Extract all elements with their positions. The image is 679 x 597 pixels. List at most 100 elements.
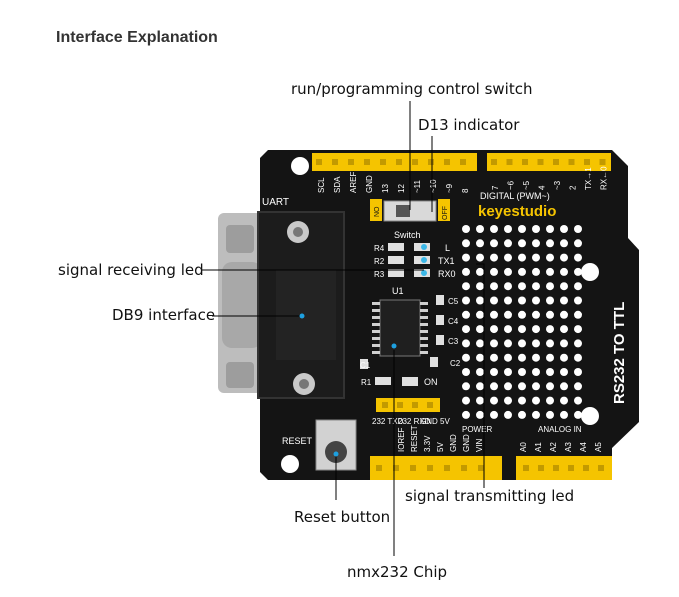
proto-hole: [574, 325, 582, 334]
proto-hole: [504, 382, 512, 391]
proto-hole: [518, 267, 526, 276]
mounting-hole: [281, 455, 299, 473]
proto-hole: [462, 296, 470, 305]
proto-hole: [546, 296, 554, 305]
digital-pin-label: RX←0: [600, 166, 609, 190]
proto-hole: [560, 396, 568, 405]
header-pin: [428, 159, 434, 165]
chip-pin: [372, 302, 380, 305]
proto-hole: [476, 310, 484, 319]
page-title: Interface Explanation: [56, 29, 218, 46]
proto-hole: [504, 353, 512, 362]
proto-hole: [462, 267, 470, 276]
capacitor: [360, 359, 368, 369]
proto-hole: [518, 296, 526, 305]
digital-pin-label: 8: [461, 188, 470, 193]
proto-hole: [490, 239, 498, 248]
top-header-right: [487, 153, 611, 171]
header-pin: [537, 159, 544, 165]
callout-db9: DB9 interface: [112, 306, 216, 324]
brand-logo: keyestudio: [478, 203, 556, 220]
on-label: ON: [424, 377, 438, 387]
power-pin-label: GND: [462, 434, 471, 452]
digital-pin-label: ~9: [445, 183, 454, 193]
callout-reset: Reset button: [294, 508, 391, 526]
db9-connector: [218, 211, 345, 399]
uart-header: [376, 398, 440, 412]
chip-pin: [420, 344, 428, 347]
pcb-board: [260, 150, 639, 480]
digital-pin-label: TX→1: [584, 167, 593, 190]
proto-hole: [546, 267, 554, 276]
header-pin: [460, 159, 466, 165]
proto-hole: [518, 396, 526, 405]
header-pin: [522, 159, 528, 165]
resistor: [388, 256, 404, 264]
proto-hole: [476, 325, 484, 334]
capacitor-label: C3: [448, 337, 459, 346]
proto-hole: [560, 282, 568, 291]
digital-pin-label: 7: [491, 185, 500, 190]
proto-hole: [546, 396, 554, 405]
proto-hole: [490, 339, 498, 348]
proto-hole: [476, 396, 484, 405]
chip-pin: [372, 323, 380, 326]
proto-hole: [490, 353, 498, 362]
header-pin: [553, 159, 559, 165]
callout-rx-led: signal receiving led: [58, 261, 204, 279]
led-rx: [421, 270, 427, 276]
top-header-left: [312, 153, 477, 171]
digital-pin-label: SCL: [317, 177, 326, 193]
proto-hole: [490, 325, 498, 334]
digital-pin-label: ~3: [553, 180, 562, 190]
header-pin: [393, 465, 399, 471]
mounting-hole: [581, 407, 599, 425]
capacitor: [436, 295, 444, 305]
header-pin: [538, 465, 544, 471]
proto-hole: [462, 225, 470, 233]
capacitor-label: C1: [360, 361, 371, 370]
proto-hole: [462, 253, 470, 262]
proto-hole: [504, 396, 512, 405]
proto-hole: [504, 282, 512, 291]
proto-hole: [574, 310, 582, 319]
proto-hole: [560, 382, 568, 391]
proto-hole: [532, 225, 540, 233]
mounting-hole: [581, 263, 599, 281]
proto-hole: [462, 239, 470, 248]
proto-hole: [546, 225, 554, 233]
mounting-hole: [291, 157, 309, 175]
proto-hole: [476, 267, 484, 276]
resistor-label: R4: [374, 244, 385, 253]
switch-off-label: OFF: [442, 206, 449, 220]
resistor: [388, 243, 404, 251]
marker-dot: [333, 451, 339, 457]
capacitor: [430, 357, 438, 367]
chip-pin: [372, 316, 380, 319]
proto-hole: [560, 225, 568, 233]
proto-hole: [462, 368, 470, 376]
proto-hole: [490, 396, 498, 405]
digital-label: DIGITAL (PWM~): [480, 191, 550, 201]
led-label-rx: RX0: [438, 269, 456, 279]
proto-hole: [462, 410, 470, 419]
rxd-label: 232 RXD: [398, 417, 431, 426]
header-pin: [583, 465, 589, 471]
digital-pin-label: ~5: [522, 180, 531, 190]
header-pin: [523, 465, 529, 471]
proto-hole: [546, 239, 554, 248]
proto-hole: [532, 282, 540, 291]
proto-hole: [574, 396, 582, 405]
proto-hole: [532, 296, 540, 305]
proto-hole: [476, 296, 484, 305]
proto-hole: [532, 353, 540, 362]
capacitor: [436, 335, 444, 345]
proto-hole: [490, 368, 498, 376]
proto-hole: [490, 253, 498, 262]
proto-hole: [560, 410, 568, 419]
header-pin: [599, 159, 606, 165]
proto-hole: [518, 225, 526, 233]
header-pin: [444, 159, 450, 165]
header-pin: [410, 465, 416, 471]
